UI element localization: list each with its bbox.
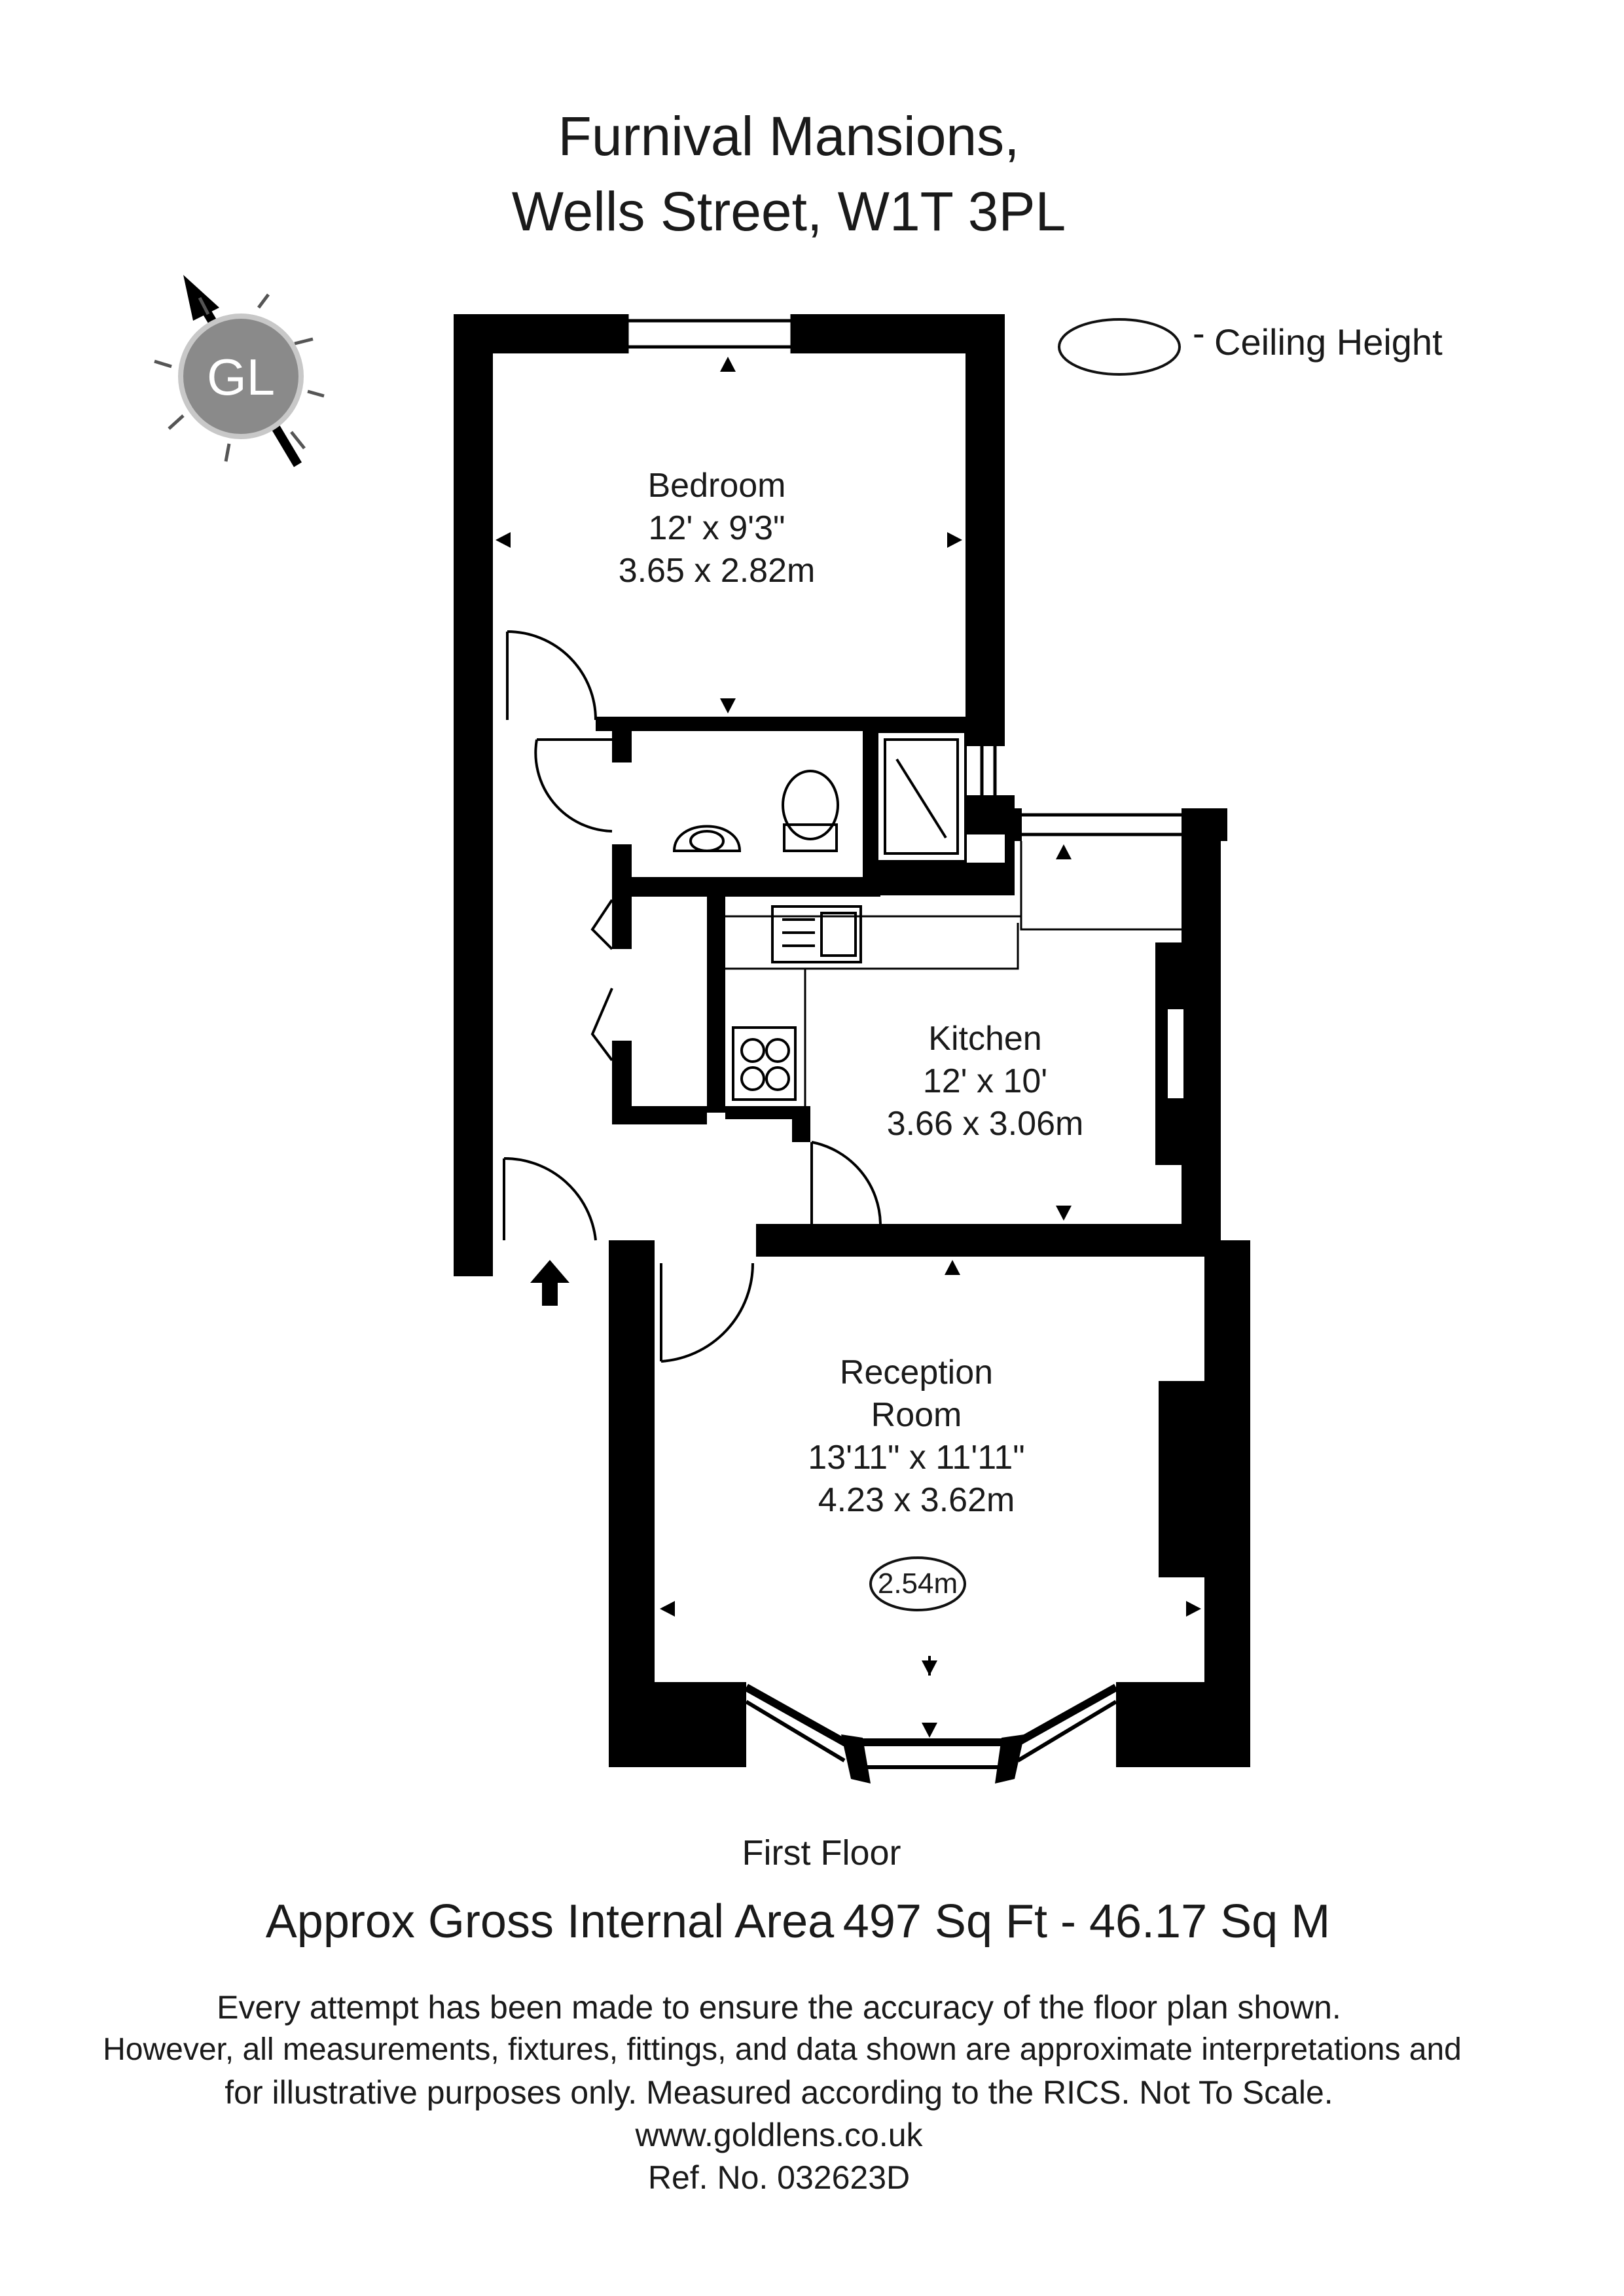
compass-label: GL <box>207 348 275 406</box>
bedroom-imperial: 12' x 9'3" <box>648 509 785 547</box>
reception-ceiling-height: 2.54m <box>877 1568 958 1600</box>
entrance-arrow-icon <box>530 1260 569 1306</box>
reception-name-line2: Room <box>871 1396 962 1434</box>
reception-metric: 4.23 x 3.62m <box>818 1481 1015 1519</box>
area-label: Approx Gross Internal Area <box>265 1895 835 1948</box>
compass-north-icon <box>154 275 325 467</box>
floor-label: First Floor <box>742 1833 901 1873</box>
kitchen-window <box>1022 813 1182 836</box>
disclaimer-line2: However, all measurements, fixtures, fit… <box>103 2032 1462 2067</box>
area-value: 497 Sq Ft - 46.17 Sq M <box>842 1895 1331 1948</box>
bathroom-window <box>980 733 997 795</box>
legend-dash: - <box>1193 312 1205 353</box>
ceiling-height-marker <box>869 1556 966 1611</box>
bedroom-metric: 3.65 x 2.82m <box>618 552 816 590</box>
bay-window-pillars <box>841 1734 1024 1784</box>
kitchen-imperial: 12' x 10' <box>922 1062 1048 1100</box>
website-link[interactable]: www.goldlens.co.uk <box>635 2117 923 2153</box>
reference-number: Ref. No. 032623D <box>647 2159 911 2196</box>
reception-name-line1: Reception <box>839 1354 994 1391</box>
bedroom-window <box>625 314 794 353</box>
kitchen-sink-icon <box>771 905 862 963</box>
legend-label: Ceiling Height <box>1214 321 1443 363</box>
disclaimer-line3: for illustrative purposes only. Measured… <box>225 2074 1333 2111</box>
fireplace <box>1165 1007 1186 1101</box>
doors <box>503 630 882 1363</box>
bedroom-name: Bedroom <box>647 467 786 505</box>
reception-imperial: 13'11" x 11'11" <box>808 1439 1025 1477</box>
bay-window <box>744 1683 1118 1746</box>
kitchen-name: Kitchen <box>928 1020 1042 1058</box>
kitchen-metric: 3.66 x 3.06m <box>886 1105 1084 1143</box>
page-title-line1: Furnival Mansions, <box>558 105 1020 167</box>
bathroom-fixtures <box>672 730 967 863</box>
page-title-line2: Wells Street, W1T 3PL <box>511 181 1066 242</box>
disclaimer-line1: Every attempt has been made to ensure th… <box>217 1989 1341 2026</box>
walls <box>454 314 1250 1767</box>
kitchen-worktop <box>725 841 1204 1106</box>
ceiling-height-legend-symbol <box>1058 318 1181 376</box>
kitchen-hob-icon <box>732 1026 797 1101</box>
bay-window-panes <box>745 1700 1117 1769</box>
